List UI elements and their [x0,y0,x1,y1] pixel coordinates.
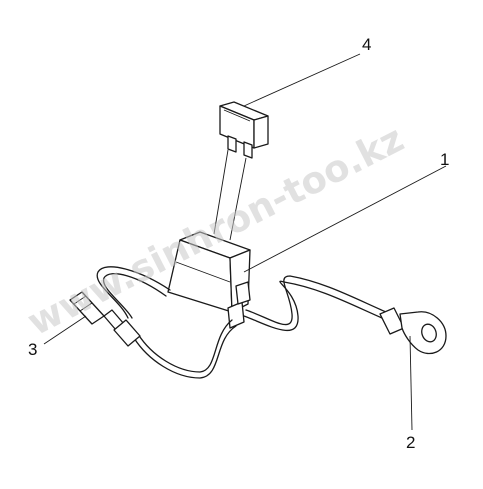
watermark: www.sinhron-too.kz [21,117,411,344]
inline-connector [69,291,141,347]
callout-3: 3 [28,340,37,359]
leader-line-1 [243,165,447,273]
callout-2: 2 [406,433,415,452]
ring-terminal [379,307,447,355]
leader-line-3 [43,315,87,345]
fuse-guide-line [213,149,229,235]
leader-line-4 [243,53,361,107]
callout-4: 4 [362,35,371,54]
blade-fuse [219,101,269,159]
callout-1: 1 [440,150,449,169]
harness-wires [96,266,387,379]
fuse-holder [167,231,251,329]
leader-line-2 [409,335,413,431]
fuse-guide-line [229,157,247,241]
